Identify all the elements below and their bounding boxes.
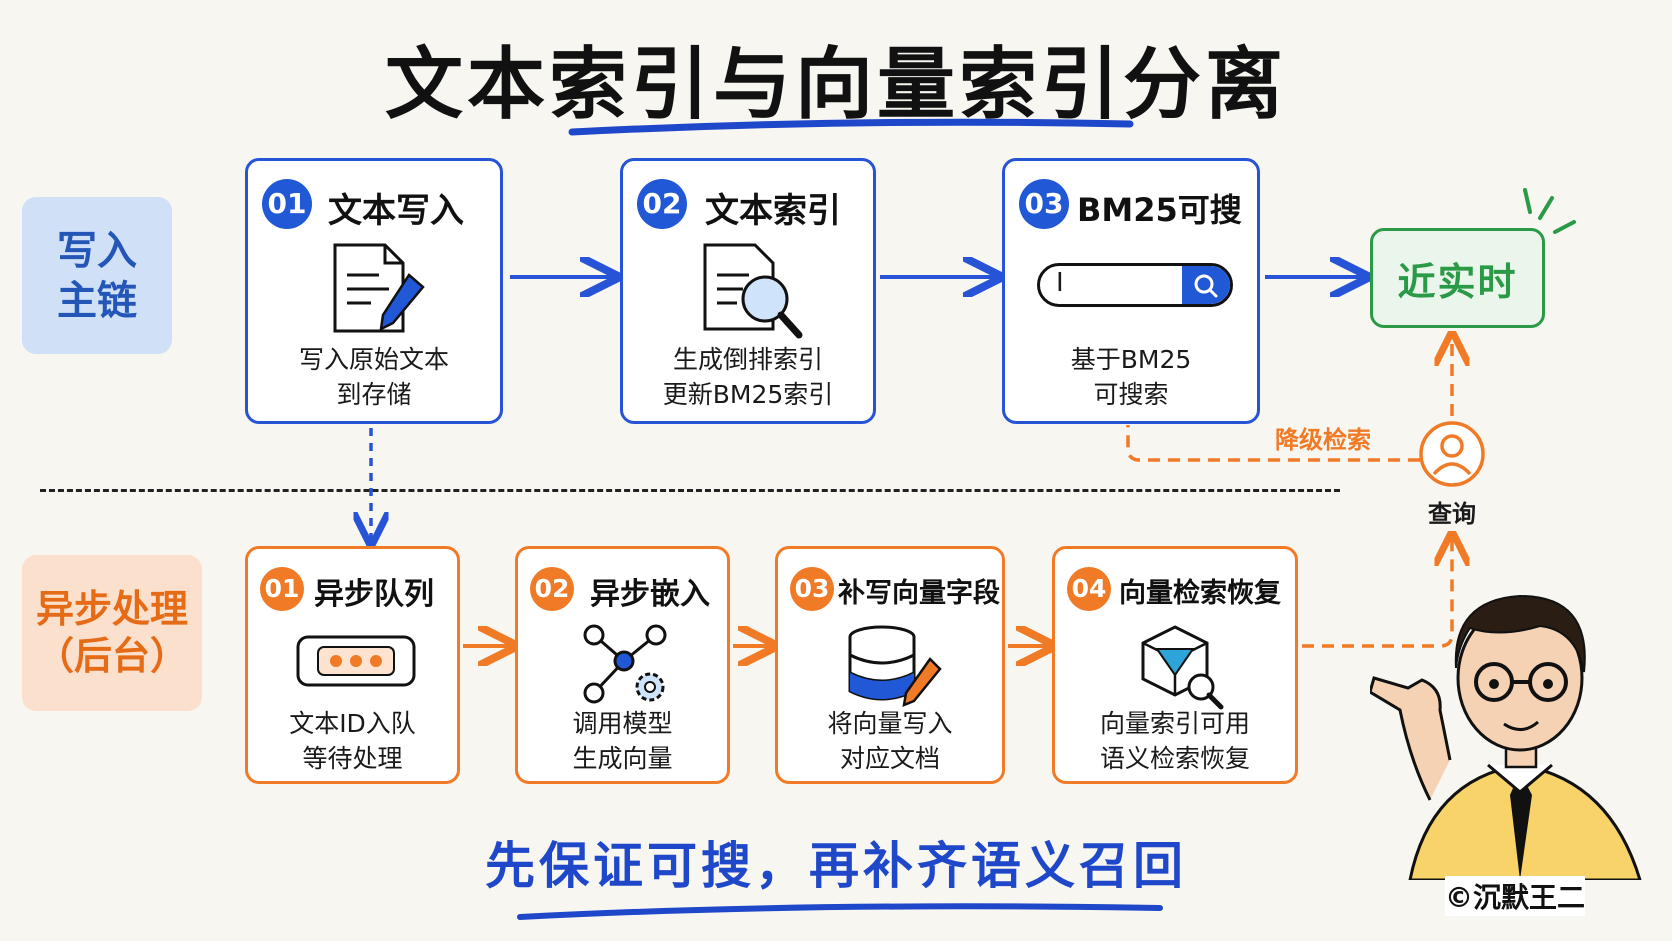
main-step-2: 02 文本索引 生成倒排索引 更新BM25索引 [620, 158, 876, 424]
step-number: 02 [530, 567, 574, 611]
step-title: 文本索引 [705, 191, 841, 231]
step-desc: 文本ID入队 等待处理 [289, 709, 416, 773]
step-desc: 将向量写入 对应文档 [827, 709, 953, 773]
page-title: 文本索引与向量索引分离 [384, 40, 1287, 130]
step-desc: 写入原始文本 到存储 [298, 345, 449, 409]
step-desc: 基于BM25 可搜索 [1070, 345, 1192, 409]
step-title: BM25可搜 [1077, 191, 1242, 229]
step-number: 02 [637, 179, 687, 229]
user-icon [1419, 421, 1485, 487]
document-edit-icon [333, 243, 425, 333]
fallback-label: 降级检索 [1275, 426, 1371, 454]
step-title: 文本写入 [328, 191, 464, 231]
search-bar: I [1037, 263, 1233, 307]
tagline: 先保证可搜，再补齐语义召回 [485, 837, 1187, 895]
async-step-4: 04 向量检索恢复 向量索引可用 语义检索恢复 [1052, 546, 1298, 784]
step-title: 异步队列 [314, 577, 434, 612]
step-desc: 向量索引可用 语义检索恢复 [1099, 709, 1250, 773]
model-network-icon [583, 624, 667, 704]
step-number: 03 [1019, 179, 1069, 229]
arrow-a04-query [1302, 538, 1452, 648]
step-number: 01 [260, 567, 304, 611]
step-number: 03 [790, 567, 834, 611]
main-step-3: 03 BM25可搜 I 基于BM25 可搜索 [1002, 158, 1260, 424]
presenter-illustration [1370, 594, 1642, 880]
step-number: 01 [262, 179, 312, 229]
async-step-1: 01 异步队列 文本ID入队 等待处理 [245, 546, 460, 784]
arrow-fallback [1126, 425, 1420, 462]
async-step-3: 03 补写向量字段 将向量写入 对应文档 [775, 546, 1005, 784]
document-search-icon [703, 243, 803, 339]
lane-async-text: 异步处理 （后台） [35, 586, 188, 679]
step-title: 补写向量字段 [838, 578, 1000, 609]
search-caret: I [1056, 268, 1064, 298]
step-desc: 调用模型 生成向量 [572, 709, 673, 773]
signature: ©沉默王二 [1445, 876, 1586, 916]
vector-search-icon [1141, 625, 1224, 710]
step-desc: 生成倒排索引 更新BM25索引 [662, 345, 834, 409]
async-step-2: 02 异步嵌入 调用模型 生成向量 [515, 546, 730, 784]
lane-separator [40, 489, 1340, 492]
lane-main-text: 写入 主链 [57, 227, 137, 324]
lane-main-label: 写入 主链 [22, 197, 172, 354]
step-title: 异步嵌入 [590, 577, 710, 612]
lane-async-label: 异步处理 （后台） [22, 555, 202, 711]
database-write-icon [848, 625, 942, 707]
realtime-label: 近实时 [1397, 259, 1518, 304]
queue-icon [296, 635, 416, 687]
query-label: 查询 [1428, 500, 1476, 528]
step-title: 向量检索恢复 [1119, 578, 1281, 609]
realtime-box: 近实时 [1370, 228, 1545, 328]
search-icon [1182, 266, 1230, 304]
main-step-1: 01 文本写入 写入原始文本 到存储 [245, 158, 503, 424]
step-number: 04 [1067, 567, 1111, 611]
